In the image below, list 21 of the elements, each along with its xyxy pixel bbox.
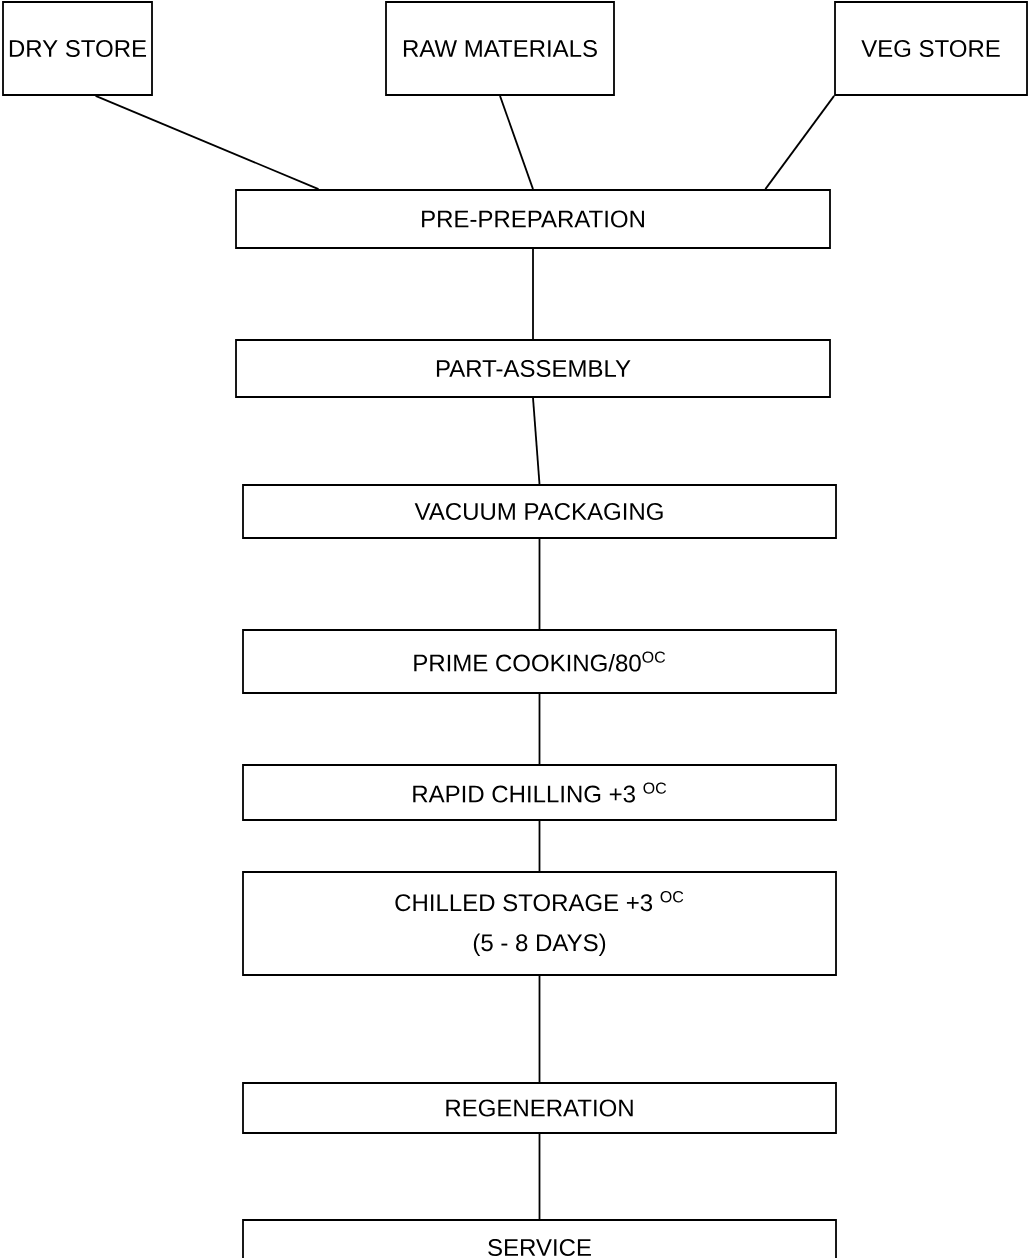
process-box: PRE-PREPARATION bbox=[235, 189, 831, 249]
process-box: PART-ASSEMBLY bbox=[235, 339, 831, 398]
connector-line bbox=[538, 820, 541, 872]
process-box: RAPID CHILLING +3 $^{OC}$ bbox=[242, 764, 837, 821]
connector-line bbox=[538, 975, 541, 1083]
connector-line bbox=[538, 538, 541, 630]
process-box: DRY STORE bbox=[2, 1, 153, 96]
process-box: REGENERATION bbox=[242, 1082, 837, 1134]
process-box: VACUUM PACKAGING bbox=[242, 484, 837, 539]
connector-line bbox=[538, 1133, 541, 1220]
process-box: RAW MATERIALS bbox=[385, 1, 615, 96]
process-box: PRIME COOKING/80$^{OC}$ bbox=[242, 629, 837, 694]
connector-line bbox=[538, 693, 541, 765]
connector-line bbox=[532, 248, 534, 340]
connector-line bbox=[499, 95, 534, 190]
connector-line bbox=[94, 95, 320, 190]
process-box: VEG STORE bbox=[834, 1, 1028, 96]
process-box: CHILLED STORAGE +3 $^{OC}$ (5 - 8 DAYS) bbox=[242, 871, 837, 976]
process-box: SERVICE bbox=[242, 1219, 837, 1258]
connector-line bbox=[764, 95, 835, 190]
connector-line bbox=[532, 397, 541, 485]
